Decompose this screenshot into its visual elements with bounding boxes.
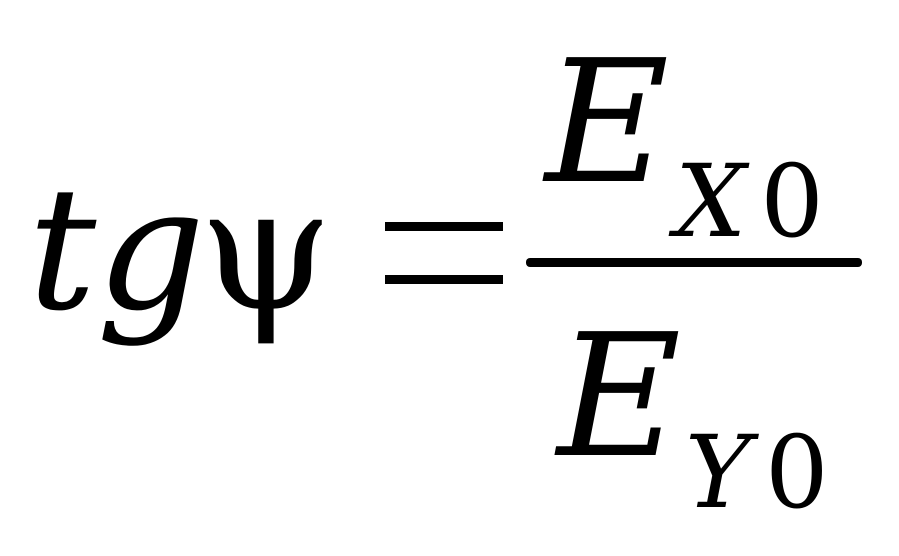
denominator: E (557, 312, 681, 482)
psi-symbol: ψ (199, 151, 333, 349)
left-hand-side: tgψ (28, 165, 332, 335)
equals-bar-top (385, 222, 503, 231)
numerator-subscript-letter: X (675, 143, 747, 260)
equals-bar-bottom (385, 275, 503, 284)
fraction-bar (526, 258, 862, 267)
numerator-subscript-digit: 0 (760, 143, 824, 260)
denominator-subscript-letter: Y (685, 414, 752, 531)
denominator-subscript-digit: 0 (765, 414, 829, 531)
denominator-base: E (557, 298, 682, 496)
numerator-base: E (545, 24, 670, 222)
equals-sign (385, 222, 503, 284)
numerator: E (545, 38, 669, 208)
tangent-function: tg (28, 151, 206, 349)
